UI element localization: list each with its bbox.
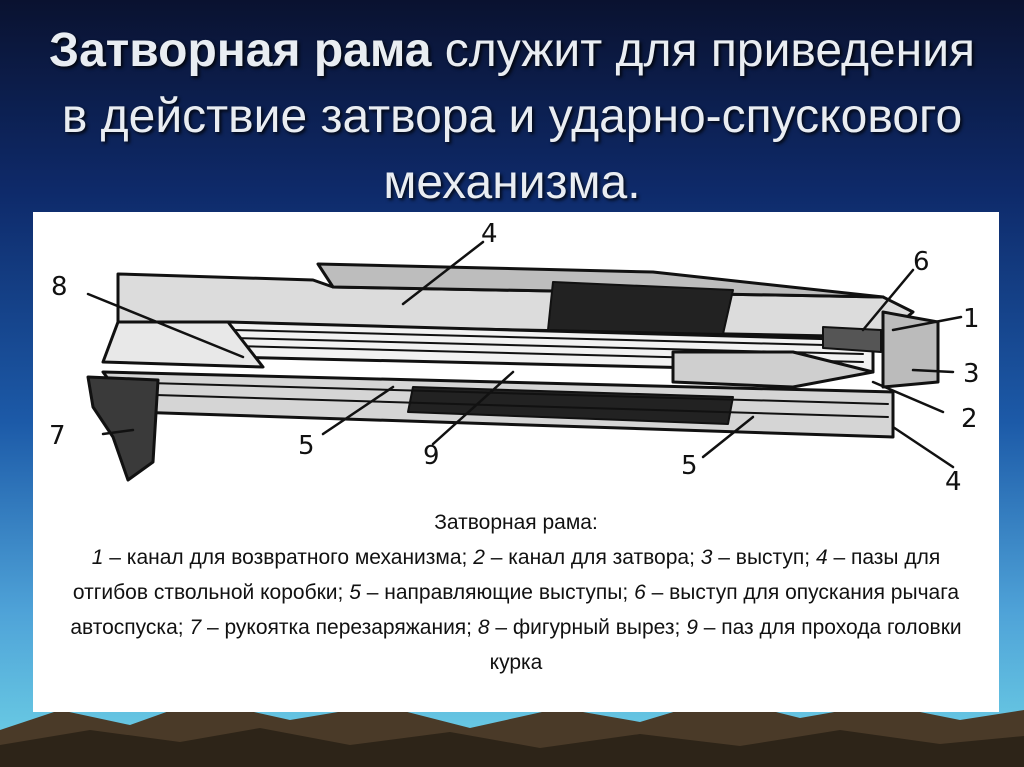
legend-caption: Затворная рама: 1 – канал для возвратног… (63, 505, 969, 680)
label-2: 2 (961, 404, 978, 434)
legend-text: – паз для прохода головки курка (489, 616, 962, 674)
legend-items: 1 – канал для возвратного механизма; 2 –… (70, 546, 961, 674)
legend-num: 4 (815, 546, 828, 569)
label-5-left: 5 (298, 431, 315, 461)
label-3: 3 (963, 359, 980, 389)
legend-heading: Затворная рама: (434, 511, 598, 534)
legend-num: 1 (91, 546, 104, 569)
label-7: 7 (49, 421, 66, 451)
legend-text: – выступ; (712, 546, 816, 569)
legend-text: – пазы для отгибов ствольной коробки; (72, 546, 941, 604)
mountains-decoration (0, 698, 1024, 767)
label-6: 6 (913, 247, 930, 277)
label-5-right: 5 (681, 451, 698, 481)
label-4-bottom: 4 (945, 467, 962, 497)
label-8: 8 (51, 272, 68, 302)
slide-title: Затворная рама служит для приведения в д… (30, 18, 994, 216)
legend-num: 8 (477, 616, 490, 639)
label-4-top: 4 (481, 219, 498, 249)
label-9: 9 (423, 441, 440, 471)
content-panel: 8 4 6 1 3 2 4 7 5 9 5 Затворная рама: 1 … (33, 212, 999, 712)
legend-num: 3 (700, 546, 713, 569)
bolt-carrier-drawing: 8 4 6 1 3 2 4 7 5 9 5 (49, 219, 980, 497)
legend-text: – канал для затвора; (484, 546, 701, 569)
legend-num: 7 (189, 616, 202, 639)
legend-num: 5 (349, 581, 361, 604)
title-rest: служит для приведения в действие затвора… (61, 24, 975, 209)
title-bold: Затворная рама (49, 24, 432, 77)
legend-text: – выступ для опускания рычага автоспуска… (70, 581, 960, 639)
legend-text: – фигурный вырез; (489, 616, 687, 639)
label-1: 1 (963, 304, 980, 334)
legend-text: – рукоятка перезаряжания; (201, 616, 478, 639)
legend-num: 9 (686, 616, 698, 639)
legend-num: 6 (634, 581, 646, 604)
legend-text: – направляющие выступы; (360, 581, 635, 604)
legend-text: – канал для возвратного механизма; (103, 546, 474, 569)
legend-num: 2 (473, 546, 485, 569)
